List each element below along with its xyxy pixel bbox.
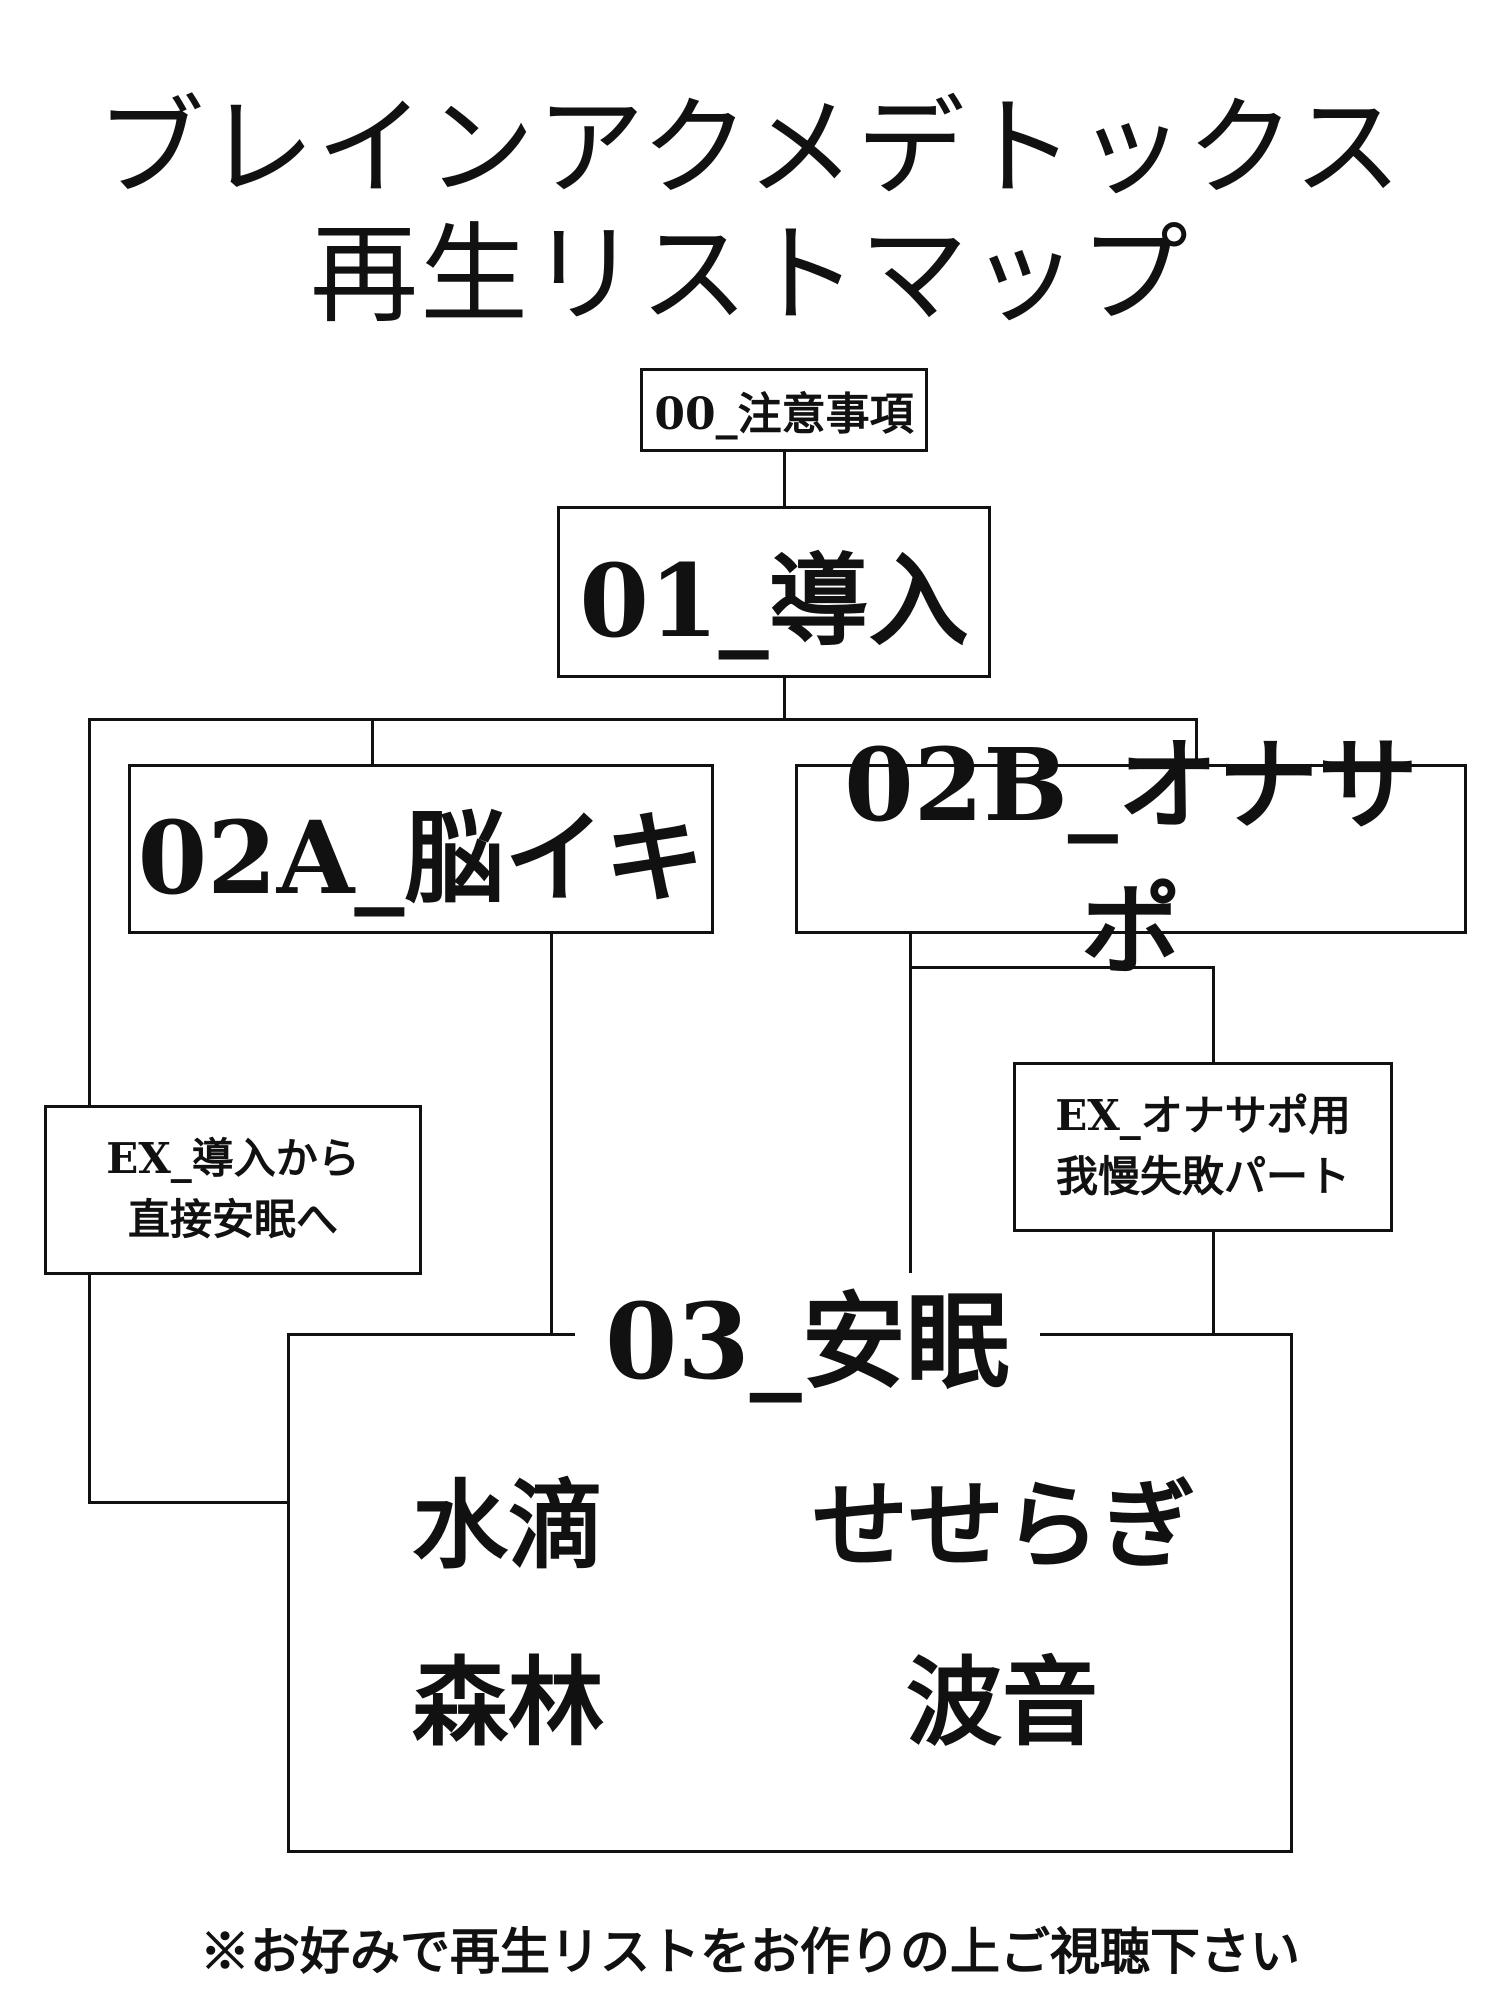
connector-left-to-sleep [88, 1501, 288, 1504]
node-ex-intro: EX_導入から 直接安眠へ [44, 1105, 422, 1275]
connector-ex-support-to-sleep [1212, 1231, 1215, 1335]
connector-to-support [1195, 718, 1198, 766]
node-ex-intro-line-1: EX_導入から [106, 1134, 360, 1184]
node-support: 02B_オナサポ [795, 726, 1467, 989]
node-ex-support-line-1: EX_オナサポ用 [1055, 1091, 1351, 1141]
node-support-label: 02B_オナサポ [844, 726, 1418, 989]
node-brain: 02A_脳イキ [128, 764, 714, 934]
node-caution-label: 00_注意事項 [654, 389, 914, 440]
sleep-item-forest: 森林 [412, 1646, 604, 1759]
connector-caution-intro [783, 450, 786, 508]
footer-note: ※お好みで再生リストをお作りの上ご視聴下さい [200, 1922, 1300, 1981]
sleep-item-waves: 波音 [906, 1646, 1098, 1759]
node-sleep-label: 03_安眠 [575, 1290, 1040, 1394]
node-ex-support: EX_オナサポ用 我慢失敗パート [1013, 1062, 1393, 1232]
connector-left-lower [88, 1274, 91, 1504]
node-intro-label: 01_導入 [579, 541, 969, 660]
node-ex-intro-line-2: 直接安眠へ [127, 1195, 338, 1244]
connector-support-to-sleep [909, 933, 912, 1273]
node-caution: 00_注意事項 [640, 368, 928, 452]
title-line-1: ブレインアクメデトックス [96, 86, 1404, 211]
sleep-item-stream: せせらぎ [812, 1469, 1196, 1582]
connector-branch-horizontal [88, 718, 1198, 721]
connector-brain-to-sleep [550, 933, 553, 1335]
node-ex-support-line-2: 我慢失敗パート [1055, 1152, 1350, 1201]
node-sleep [287, 1333, 1293, 1853]
connector-intro-down [783, 676, 786, 720]
sleep-item-water-drop: 水滴 [412, 1469, 604, 1582]
connector-left-upper [88, 718, 91, 1107]
connector-support-to-ex [909, 966, 1215, 969]
title-line-2: 再生リストマップ [309, 213, 1190, 338]
connector-to-ex-support [1212, 966, 1215, 1064]
connector-to-brain [371, 718, 374, 766]
node-brain-label: 02A_脳イキ [137, 798, 705, 917]
node-intro: 01_導入 [557, 506, 991, 678]
